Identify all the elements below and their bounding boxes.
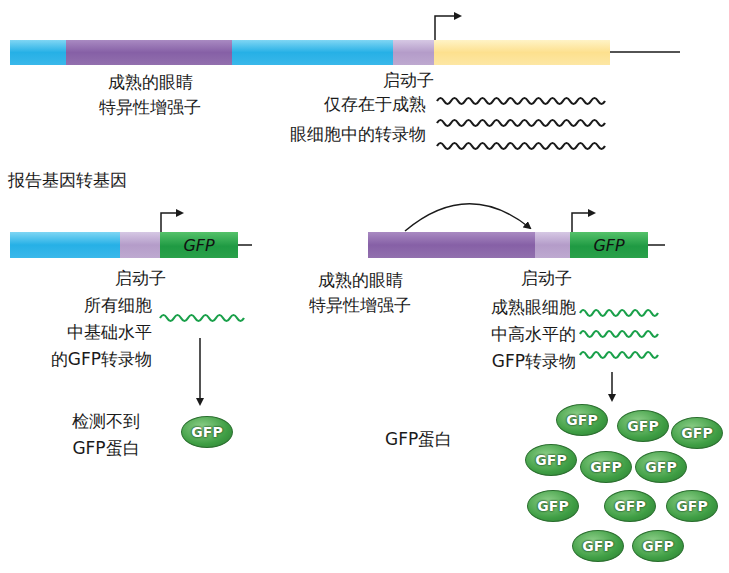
dna-segment bbox=[10, 232, 120, 258]
text-line: 检测不到 bbox=[72, 408, 140, 435]
text-line: 特异性增强子 bbox=[309, 293, 411, 318]
enhancer-segment bbox=[368, 232, 535, 258]
text-line: 报告基因转基因 bbox=[8, 168, 127, 193]
section-heading: 报告基因转基因 bbox=[8, 168, 127, 193]
transcript-wave bbox=[580, 310, 658, 358]
text-line: GFP蛋白 bbox=[385, 427, 452, 452]
node-text: GFP bbox=[183, 236, 214, 255]
promoter-segment bbox=[535, 232, 571, 258]
enhancer-label: 成熟的眼睛 特异性增强子 bbox=[309, 268, 411, 318]
gfp-protein: GFP bbox=[580, 451, 631, 483]
node-text: GFP bbox=[614, 498, 645, 514]
gfp-protein: GFP bbox=[666, 490, 717, 522]
gfp-protein: GFP bbox=[632, 530, 683, 562]
node-text: GFP bbox=[535, 452, 566, 468]
gfp-protein: GFP bbox=[181, 416, 232, 448]
text-line: 眼细胞中的转录物 bbox=[290, 119, 426, 149]
gfp-protein: GFP bbox=[556, 404, 607, 436]
promoter-arrow bbox=[572, 213, 594, 232]
node-text: GFP bbox=[645, 459, 676, 475]
translation-arrow bbox=[611, 372, 613, 400]
gene-segment bbox=[434, 40, 610, 65]
text-line: GFP蛋白 bbox=[72, 435, 140, 462]
gfp-protein: GFP bbox=[604, 490, 655, 522]
text-line: 的GFP转录物 bbox=[51, 346, 152, 373]
text-line: 中高水平的 bbox=[491, 321, 576, 348]
text-line: 特异性增强子 bbox=[99, 95, 201, 120]
promoter-label: 启动子 bbox=[115, 266, 166, 291]
promoter-segment bbox=[393, 40, 434, 65]
enhancer-label: 成熟的眼睛 特异性增强子 bbox=[99, 70, 201, 120]
gfp-protein: GFP bbox=[617, 410, 668, 442]
gfp-protein: GFP bbox=[671, 417, 722, 449]
dna-line bbox=[648, 244, 665, 246]
translation-arrow bbox=[199, 338, 201, 404]
transcript-label: 所有细胞 中基础水平 的GFP转录物 bbox=[51, 292, 152, 373]
dna-segment bbox=[232, 40, 393, 65]
node-text: GFP bbox=[590, 459, 621, 475]
transcript-label: 成熟眼细胞 中高水平的 GFP转录物 bbox=[491, 294, 576, 375]
node-text: GFP bbox=[681, 425, 712, 441]
promoter-arrow bbox=[161, 213, 182, 232]
node-text: GFP bbox=[593, 236, 624, 255]
gfp-protein: GFP bbox=[527, 490, 578, 522]
dna-line bbox=[236, 244, 252, 246]
transcript-wave bbox=[437, 98, 605, 149]
text-line: 成熟的眼睛 bbox=[309, 268, 411, 293]
text-line: 成熟的眼睛 bbox=[99, 70, 201, 95]
text-line: 启动子 bbox=[521, 266, 572, 291]
node-text: GFP bbox=[191, 424, 222, 440]
text-line: 启动子 bbox=[115, 266, 166, 291]
node-text: GFP bbox=[676, 498, 707, 514]
text-line: 成熟眼细胞 bbox=[491, 294, 576, 321]
promoter-label: 启动子 bbox=[383, 68, 434, 93]
node-text: GFP bbox=[582, 538, 613, 554]
promoter-label: 启动子 bbox=[521, 266, 572, 291]
text-line: 中基础水平 bbox=[51, 319, 152, 346]
promoter-segment bbox=[120, 232, 160, 258]
text-line: 启动子 bbox=[383, 68, 434, 93]
gfp-protein: GFP bbox=[572, 530, 623, 562]
gfp-gene-segment: GFP bbox=[570, 232, 648, 258]
transcript-label: 仅存在于成熟 眼细胞中的转录物 bbox=[290, 89, 426, 149]
gfp-gene-segment: GFP bbox=[160, 232, 238, 258]
node-text: GFP bbox=[642, 538, 673, 554]
node-text: GFP bbox=[627, 418, 658, 434]
dna-line bbox=[600, 51, 680, 53]
node-text: GFP bbox=[537, 498, 568, 514]
gfp-protein: GFP bbox=[635, 451, 686, 483]
promoter-arrow bbox=[435, 16, 460, 40]
text-line: 仅存在于成熟 bbox=[290, 89, 426, 119]
gfp-protein: GFP bbox=[525, 444, 576, 476]
enhancer-segment bbox=[66, 40, 232, 65]
dna-segment bbox=[10, 40, 66, 65]
protein-label: 检测不到 GFP蛋白 bbox=[72, 408, 140, 462]
protein-label: GFP蛋白 bbox=[385, 427, 452, 452]
node-text: GFP bbox=[566, 412, 597, 428]
transcript-wave bbox=[160, 315, 244, 321]
text-line: GFP转录物 bbox=[491, 348, 576, 375]
enhancer-arrow bbox=[405, 204, 530, 231]
text-line: 所有细胞 bbox=[51, 292, 152, 319]
